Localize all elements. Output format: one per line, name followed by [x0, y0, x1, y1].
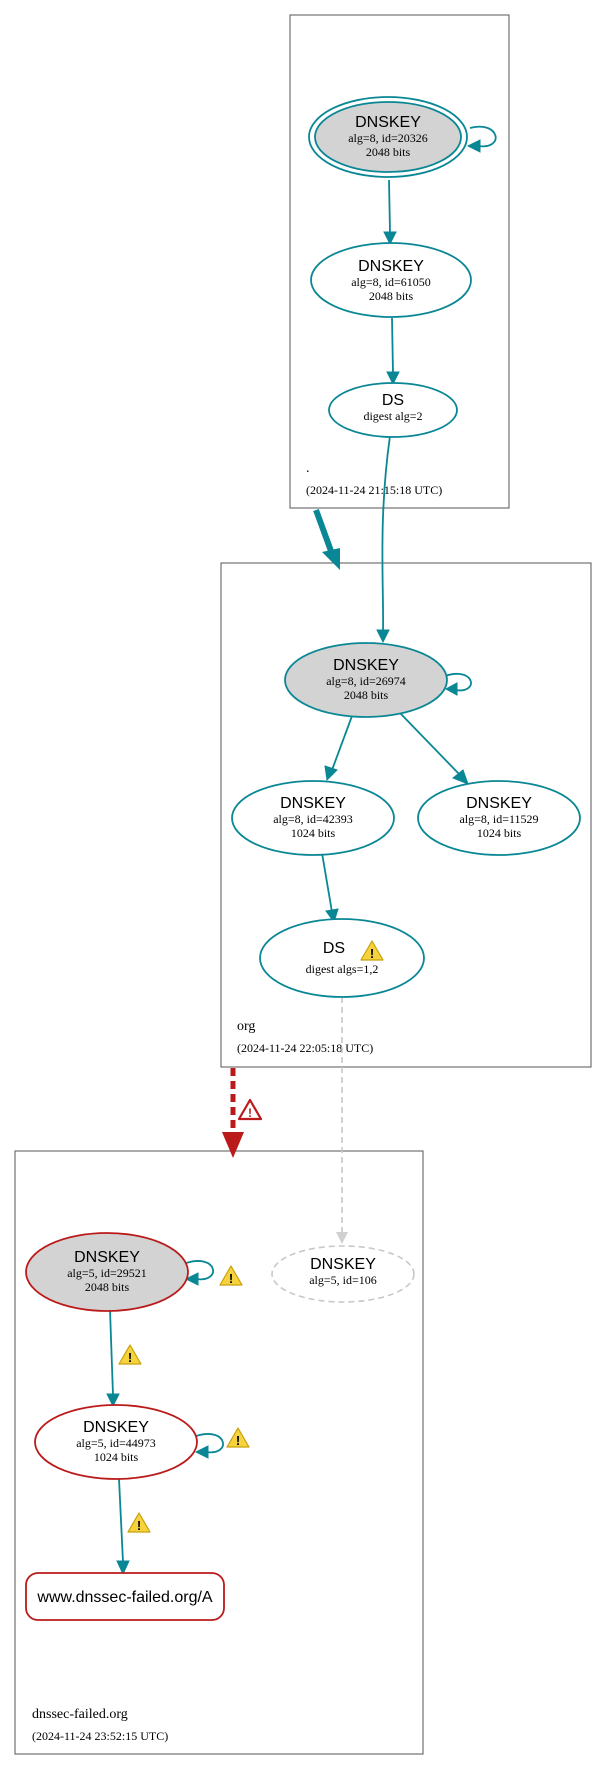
node-failed-ksk-line1: alg=5, id=29521: [67, 1266, 147, 1280]
edge-failed-zsk-self: [195, 1433, 224, 1454]
node-failed-ksk-title: DNSKEY: [74, 1249, 140, 1266]
node-org-ds-title: DS: [382, 392, 404, 409]
node-rrset-www-a[interactable]: www.dnssec-failed.org/A: [25, 1572, 225, 1621]
warning-triangle-icon: !: [226, 1427, 250, 1448]
svg-text:!: !: [229, 1271, 233, 1286]
node-root-zsk-title: DNSKEY: [358, 258, 424, 275]
warning-triangle-icon: !: [118, 1344, 142, 1365]
node-org-zsk2-line1: alg=8, id=11529: [459, 812, 538, 826]
node-failed-ds[interactable]: DS digest algs=1,2 !: [259, 918, 425, 998]
svg-text:!: !: [137, 1518, 141, 1533]
svg-text:!: !: [236, 1433, 240, 1448]
zone-root-timestamp: (2024-11-24 21:15:18 UTC): [306, 483, 442, 497]
edge-org-ksk-self: [444, 673, 472, 692]
edge-root-ksk-to-zsk: [388, 179, 391, 234]
node-org-zsk-42393[interactable]: DNSKEY alg=8, id=42393 1024 bits: [231, 780, 395, 856]
node-failed-ds-line1: digest algs=1,2: [306, 962, 379, 976]
node-rrset-label: www.dnssec-failed.org/A: [36, 1589, 213, 1606]
edge-failed-ksk-self: [185, 1260, 214, 1281]
warning-triangle-icon: !: [360, 940, 384, 961]
edge-failed-zsk-to-rrset: [118, 1478, 124, 1563]
warning-triangle-icon: !: [219, 1265, 243, 1286]
edge-org-ksk-to-zsk1: [331, 715, 353, 771]
node-failed-ds-title: DS: [323, 940, 345, 957]
node-org-zsk-11529[interactable]: DNSKEY alg=8, id=11529 1024 bits: [417, 780, 581, 856]
zone-root-name: .: [306, 461, 310, 476]
svg-text:!: !: [370, 946, 374, 961]
node-org-ksk-line1: alg=8, id=26974: [326, 674, 406, 688]
svg-text:!: !: [128, 1350, 132, 1365]
node-failed-ksk-line2: 2048 bits: [85, 1280, 130, 1294]
node-failed-ksk[interactable]: DNSKEY alg=5, id=29521 2048 bits: [25, 1232, 189, 1312]
node-failed-zsk-line2: 1024 bits: [94, 1450, 139, 1464]
zone-org-name: org: [237, 1019, 255, 1034]
delegation-org-to-dnssec-failed: [222, 1068, 244, 1158]
node-root-zsk[interactable]: DNSKEY alg=8, id=61050 2048 bits: [310, 242, 472, 318]
node-org-zsk1-line2: 1024 bits: [291, 826, 336, 840]
node-root-zsk-line2: 2048 bits: [369, 289, 414, 303]
zone-dnssec-failed-name: dnssec-failed.org: [32, 1707, 128, 1722]
node-failed-missing-title: DNSKEY: [310, 1256, 376, 1273]
node-failed-zsk[interactable]: DNSKEY alg=5, id=44973 1024 bits: [34, 1404, 198, 1480]
node-failed-missing-line1: alg=5, id=106: [309, 1273, 377, 1287]
node-org-zsk1-line1: alg=8, id=42393: [273, 812, 353, 826]
node-root-ksk-title: DNSKEY: [355, 114, 421, 131]
node-failed-zsk-line1: alg=5, id=44973: [76, 1436, 156, 1450]
node-root-ksk-line2: 2048 bits: [366, 145, 411, 159]
node-org-zsk2-title: DNSKEY: [466, 795, 532, 812]
delegation-error-icon: !: [237, 1098, 263, 1121]
node-org-ds-line1: digest alg=2: [363, 409, 422, 423]
node-org-ksk-line2: 2048 bits: [344, 688, 389, 702]
zone-dnssec-failed-timestamp: (2024-11-24 23:52:15 UTC): [32, 1729, 168, 1743]
node-root-zsk-line1: alg=8, id=61050: [351, 275, 431, 289]
edge-org-ds-to-org-ksk: [381, 435, 391, 631]
edge-root-ksk-self: [469, 125, 497, 148]
edge-failed-ksk-to-zsk: [109, 1309, 114, 1396]
node-org-zsk1-title: DNSKEY: [280, 795, 346, 812]
edge-root-zsk-to-org-ds: [391, 317, 394, 375]
edge-org-ksk-to-zsk2: [399, 712, 461, 776]
node-org-ksk-title: DNSKEY: [333, 657, 399, 674]
node-failed-zsk-title: DNSKEY: [83, 1419, 149, 1436]
node-org-ds[interactable]: DS digest alg=2: [328, 382, 458, 438]
warning-triangle-icon: !: [127, 1512, 151, 1533]
svg-text:!: !: [248, 1106, 252, 1120]
node-org-ksk[interactable]: DNSKEY alg=8, id=26974 2048 bits: [284, 642, 448, 718]
edge-org-zsk1-to-ds: [321, 852, 333, 913]
zone-org-timestamp: (2024-11-24 22:05:18 UTC): [237, 1041, 373, 1055]
node-failed-missing-dnskey[interactable]: DNSKEY alg=5, id=106: [271, 1245, 415, 1303]
node-root-ksk-line1: alg=8, id=20326: [348, 131, 428, 145]
node-root-ksk[interactable]: DNSKEY alg=8, id=20326 2048 bits: [308, 96, 468, 178]
delegation-root-to-org: [313, 508, 340, 570]
node-org-zsk2-line2: 1024 bits: [477, 826, 522, 840]
